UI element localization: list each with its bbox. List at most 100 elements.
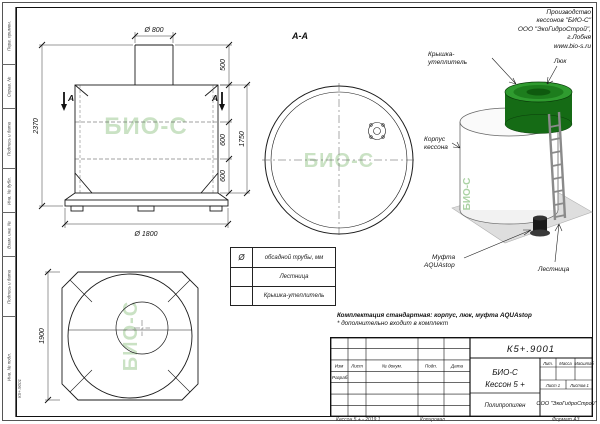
aquastop-coupling [530,215,550,237]
options-table: Ø обсадной трубы, мм Лестница Крышка-уте… [230,247,336,306]
company-name: ООО "ЭкоГидроСтрой" [536,400,597,407]
margin-stamp-strip: Перв. примен. Справ. № Подпись и дата Ин… [2,7,16,417]
options-symbol [231,287,253,305]
sheet-outer-frame [2,2,597,421]
section-aa-drawing: БИО-С А-А [262,31,416,238]
ladder [547,111,567,221]
col-doc: № докум. [382,364,402,369]
dimension-lines [45,271,60,401]
section-title: А-А [291,31,308,41]
col-list: Лист [350,364,363,369]
label-hatch: Люк [553,58,567,65]
stamp-label: Подпись и дата [6,121,11,156]
section-marker-a-left: А [67,93,74,103]
massa-label: Масса [559,361,572,366]
inlet-flange [368,122,386,140]
options-label: обсадной трубы, мм [264,254,324,261]
section-cut-markers [61,92,225,111]
title-block-grid [329,336,594,417]
label-cover-line1: Крышка- [428,51,455,58]
margin-stamp-cell: Инв. № подл. [2,317,16,417]
stamp-label: Перв. примен. [6,20,11,51]
dimension-lines [39,32,250,228]
margin-stamp-cell: Справ. № [2,65,16,109]
product-name-line2: Кессон 5 + [485,380,525,389]
dimension-ticks [44,268,52,404]
note-line2: * дополнительно входит в комплект [337,320,449,327]
dim-total-height: 2370 [33,118,40,135]
margin-stamp-cell: Подпись и дата [2,257,16,317]
footer-format: Формат А3 [552,417,580,423]
col-izm: Изм [335,364,344,369]
margin-stamp-cell: Взам. инв. № [2,213,16,257]
col-podp: Подп. [425,364,437,369]
stamp-label: Подпись и дата [6,269,11,304]
footer-doc-ref: Кессон 5 + - 2019.1 [336,417,381,423]
label-ladder: Лестница [537,266,570,273]
footer-copied: Копировал [420,417,445,423]
front-view-drawing: БИО-С [33,27,251,238]
options-symbol [231,268,253,286]
dim-upper-600: 600 [220,134,227,146]
manufacturer-note-line: кессонов "БИО-С" [536,17,591,25]
manufacturer-note-line: Производство [546,9,591,16]
doc-number: К5+.9001 [507,344,555,355]
section-marker-a-right: А [211,93,218,103]
dim-body-height: 1750 [239,131,246,147]
corner-doc-number: К5+.9001 [17,378,22,398]
label-cover-line2: утеплитель [427,59,468,66]
watermark-bio-s: БИО-С [120,301,142,371]
iso-view: БИО-С Крышка- утеплитель Люк Корпус [423,51,593,273]
masshtab-label: Масштаб [574,361,594,366]
manufacturer-note-line: ООО "ЭкоГидроСтрой", [517,25,591,33]
center-lines [262,83,416,238]
caisson-body [459,107,559,225]
stamp-label: Взам. инв. № [6,220,11,249]
manufacturer-note: Производство кессонов "БИО-С" ООО "ЭкоГи… [518,9,591,51]
col-data: Дата [450,364,464,369]
dim-base-diameter: Ø 1800 [134,231,158,238]
neck-center-cross [134,320,150,336]
sheets-label: Листов 1 [569,383,589,388]
dim-neck-height: 500 [220,59,227,71]
dim-top-diameter: Ø 800 [143,27,163,34]
options-row: Крышка-утеплитель [231,286,335,305]
watermark-bio-s: БИО-С [304,150,374,172]
front-view-outline [64,44,229,212]
options-label: Крышка-утеплитель [263,293,325,299]
sheet-label: Лист 1 [545,383,560,388]
lit-label: Лит. [542,361,553,366]
watermark-bio-s: БИО-С [104,113,188,140]
label-coupling-line2: AQUAstop [423,262,455,269]
margin-stamp-cell: Инв. № дубл. [2,169,16,213]
label-body-line2: кессона [424,144,448,151]
stamp-label: Справ. № [6,76,11,97]
margin-stamp-cell: Перв. примен. [2,7,16,65]
label-body-line1: Корпус [424,136,446,143]
plan-outline [61,271,199,401]
manufacturer-note-line: www.bio-s.ru [553,42,591,50]
margin-stamp-cell: Подпись и дата [2,109,16,169]
stamp-label: Инв. № подл. [6,353,11,381]
options-row: Лестница [231,267,335,286]
options-row: Ø обсадной трубы, мм [231,248,335,267]
manufacturer-note-line: г.Лобня [567,34,591,42]
title-block: К5+.9001 Изм Лист № докум. Подп. Дата Ра… [329,336,598,417]
sheet-footer: Кессон 5 + - 2019.1 Копировал Формат А3 [0,417,600,424]
watermark-bio-s: БИО-С [462,178,473,211]
options-label: Лестница [279,274,309,280]
product-name-line1: БИО-С [492,368,518,377]
row-razrab: Разраб. [332,375,349,380]
insulation-cap [504,81,573,134]
stamp-label: Инв. № дубл. [6,176,11,205]
label-coupling-line1: Муфта [432,254,456,261]
material: Полипропилен [485,403,527,409]
options-symbol: Ø [231,248,253,267]
weld-seam-lines [75,85,218,193]
dim-lower-600: 600 [220,170,227,182]
leader-lines [451,57,563,263]
dim-plan-width: 1900 [39,328,46,344]
configuration-note: Комплектация стандартная: корпус, люк, м… [337,312,589,327]
dimension-ticks [38,32,251,228]
